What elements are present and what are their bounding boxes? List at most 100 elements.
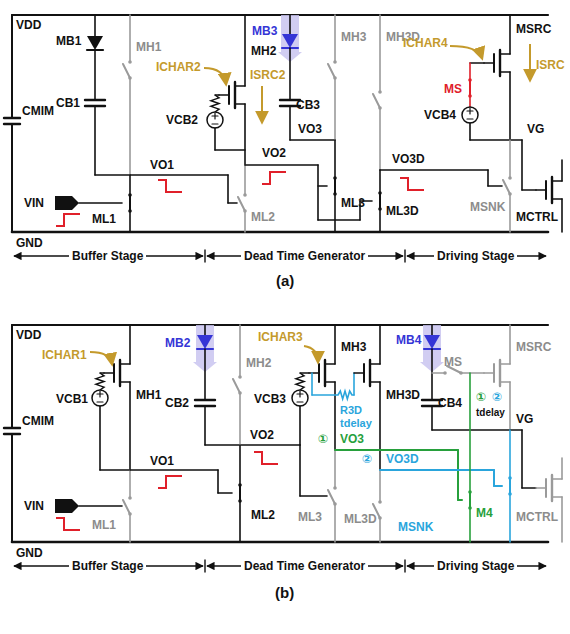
switch-contact bbox=[378, 516, 382, 520]
wire bbox=[299, 445, 301, 496]
signal-label: VG bbox=[527, 122, 544, 136]
input-port bbox=[55, 196, 79, 210]
waveform-icon bbox=[254, 452, 278, 464]
wire bbox=[215, 149, 245, 151]
wire bbox=[129, 325, 131, 364]
wire bbox=[318, 185, 327, 187]
wire bbox=[79, 202, 122, 204]
wire bbox=[379, 193, 381, 209]
wire bbox=[120, 363, 130, 365]
signal-label: ICHAR3 bbox=[258, 330, 303, 344]
wire bbox=[244, 211, 246, 232]
wire bbox=[552, 180, 562, 182]
switch-contact bbox=[508, 192, 512, 196]
wire bbox=[379, 209, 381, 232]
wire bbox=[12, 231, 548, 234]
switch-contact bbox=[333, 60, 337, 64]
wire bbox=[493, 470, 495, 486]
wire bbox=[509, 430, 511, 478]
signal-label: VO3D bbox=[392, 152, 425, 166]
signal-label: tdelay bbox=[476, 406, 505, 420]
signal-label: VIN bbox=[24, 499, 44, 513]
wire bbox=[11, 325, 13, 428]
diode-symbol bbox=[87, 36, 103, 50]
switch-contact bbox=[128, 60, 132, 64]
wire bbox=[370, 381, 380, 383]
signal-label: VO2 bbox=[250, 428, 274, 442]
wire bbox=[328, 490, 335, 504]
signal-label: ML2 bbox=[251, 508, 275, 522]
signal-label: MH3D bbox=[386, 388, 420, 402]
wire bbox=[432, 429, 510, 431]
wire bbox=[334, 450, 336, 488]
wire bbox=[130, 174, 228, 176]
switch-contact bbox=[243, 193, 247, 197]
switch-contact bbox=[128, 193, 132, 197]
wire bbox=[461, 372, 484, 374]
signal-label: ML3D bbox=[386, 204, 419, 218]
wire bbox=[214, 113, 215, 119]
wire bbox=[129, 514, 131, 542]
wire bbox=[297, 401, 303, 402]
wire bbox=[432, 372, 445, 374]
current-arrow bbox=[261, 86, 263, 122]
wire bbox=[431, 349, 433, 400]
waveform-icon bbox=[262, 172, 286, 184]
signal-label: ICHAR4 bbox=[403, 36, 448, 50]
signal-label: GND bbox=[16, 546, 43, 560]
wire bbox=[218, 492, 232, 494]
wire bbox=[95, 174, 130, 176]
wire bbox=[467, 118, 473, 119]
switch-contact bbox=[333, 502, 337, 506]
wire bbox=[334, 382, 336, 450]
wire bbox=[469, 123, 471, 140]
signal-label: MSNK bbox=[398, 520, 433, 534]
wire bbox=[522, 487, 536, 489]
wire bbox=[552, 198, 562, 200]
current-arrow bbox=[450, 46, 482, 58]
wire bbox=[379, 170, 381, 193]
signal-label: ① bbox=[318, 432, 328, 446]
signal-label: MSRC bbox=[516, 340, 551, 354]
wire bbox=[561, 160, 563, 181]
wire bbox=[488, 185, 502, 187]
wire bbox=[379, 382, 381, 470]
wire bbox=[335, 449, 458, 451]
panel-caption: (a) bbox=[276, 274, 294, 288]
voltage-source bbox=[462, 107, 478, 123]
switch-contact bbox=[443, 371, 447, 375]
switch-contact bbox=[459, 371, 463, 375]
wire bbox=[334, 178, 336, 194]
wire bbox=[123, 64, 130, 78]
wire bbox=[129, 470, 131, 498]
wire bbox=[561, 199, 563, 232]
wire bbox=[219, 94, 229, 96]
wire bbox=[380, 169, 488, 171]
wire bbox=[379, 15, 381, 92]
voltage-source bbox=[292, 390, 308, 406]
signal-label: ML3 bbox=[298, 510, 322, 524]
waveform-icon bbox=[56, 518, 80, 530]
signal-label: VO1 bbox=[150, 158, 174, 172]
wire bbox=[370, 363, 380, 365]
current-arrow bbox=[90, 352, 112, 364]
wire bbox=[325, 363, 335, 365]
wire bbox=[299, 391, 300, 397]
signal-label: ML1 bbox=[92, 518, 116, 532]
wire bbox=[195, 399, 215, 401]
signal-label: VO3 bbox=[298, 122, 322, 136]
signal-label: VDD bbox=[16, 328, 41, 342]
wire bbox=[4, 117, 20, 119]
wire bbox=[238, 197, 245, 211]
wire bbox=[500, 71, 510, 73]
waveform-icon bbox=[158, 180, 182, 192]
wire bbox=[469, 373, 471, 492]
signal-label: ML3D bbox=[344, 512, 377, 526]
wire bbox=[509, 194, 511, 232]
wire bbox=[239, 393, 241, 445]
wire bbox=[404, 560, 405, 572]
signal-label: MCTRL bbox=[516, 210, 558, 224]
switch-contact bbox=[238, 483, 242, 487]
signal-label: MSRC bbox=[516, 22, 551, 36]
